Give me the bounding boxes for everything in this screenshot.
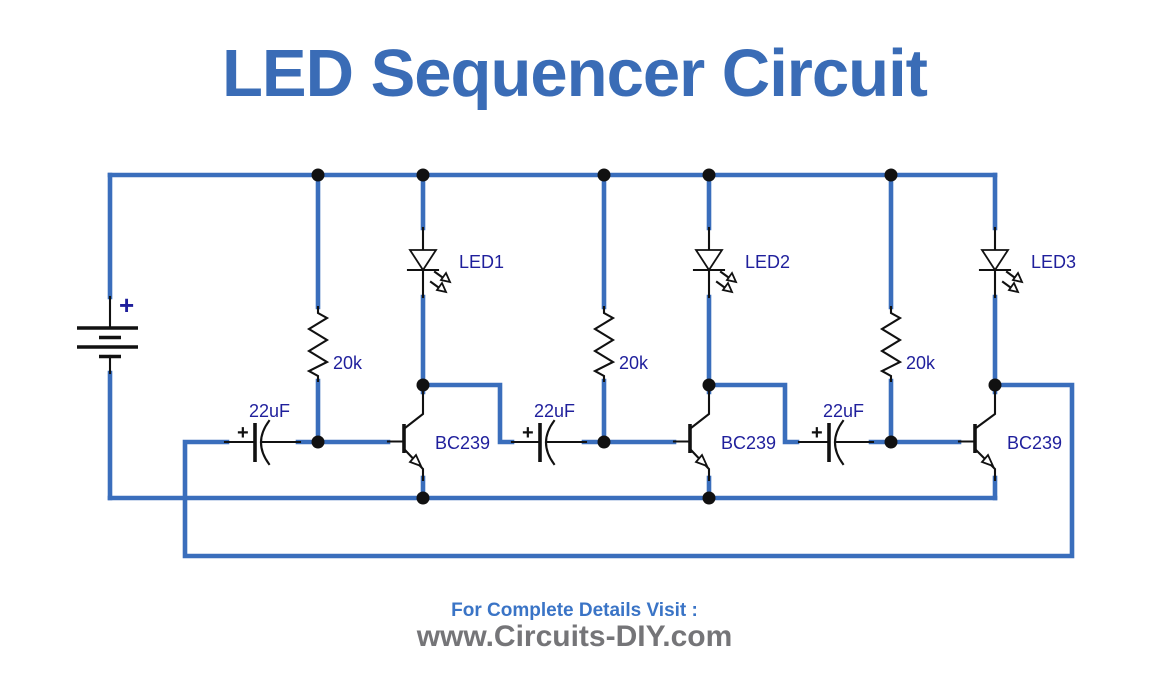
feedback-loop-wire [182, 382, 1075, 559]
capacitor3-label: 22uF [823, 401, 864, 421]
transistor2-label: BC239 [721, 433, 776, 453]
capacitor-symbol-2 [510, 419, 588, 466]
led1-label: LED1 [459, 252, 504, 272]
resistor3-label: 20k [906, 353, 936, 373]
transistor-symbol-1 [386, 390, 425, 482]
resistor-symbol-3 [879, 305, 903, 383]
transistor-symbol-2 [672, 390, 711, 482]
capacitor2-label: 22uF [534, 401, 575, 421]
capacitor1-plus-label: + [237, 422, 249, 444]
resistor2-label: 20k [619, 353, 649, 373]
led2-label: LED2 [745, 252, 790, 272]
battery-symbol [77, 295, 138, 375]
footer-cta: For Complete Details Visit : [451, 600, 698, 621]
transistor1-label: BC239 [435, 433, 490, 453]
capacitor1-label: 22uF [249, 401, 290, 421]
led-symbol-3 [978, 226, 1024, 299]
led3-label: LED3 [1031, 252, 1076, 272]
capacitor-symbol-3 [797, 419, 875, 466]
footer-url: www.Circuits-DIY.com [416, 620, 733, 653]
led-symbol-2 [692, 226, 738, 299]
capacitor2-plus-label: + [522, 422, 534, 444]
battery-plus-label: + [119, 290, 134, 320]
capacitor3-plus-label: + [811, 422, 823, 444]
resistor-symbol-2 [592, 305, 616, 383]
page-title: LED Sequencer Circuit [221, 36, 928, 111]
resistor1-label: 20k [333, 353, 363, 373]
junction-dots [311, 168, 1002, 505]
transistor-symbol-3 [957, 390, 997, 482]
transistor3-label: BC239 [1007, 433, 1062, 453]
capacitor-symbol-1 [223, 419, 302, 466]
stage3-wires [868, 172, 998, 501]
led-symbol-1 [406, 226, 452, 299]
resistor-symbol-1 [306, 305, 330, 383]
